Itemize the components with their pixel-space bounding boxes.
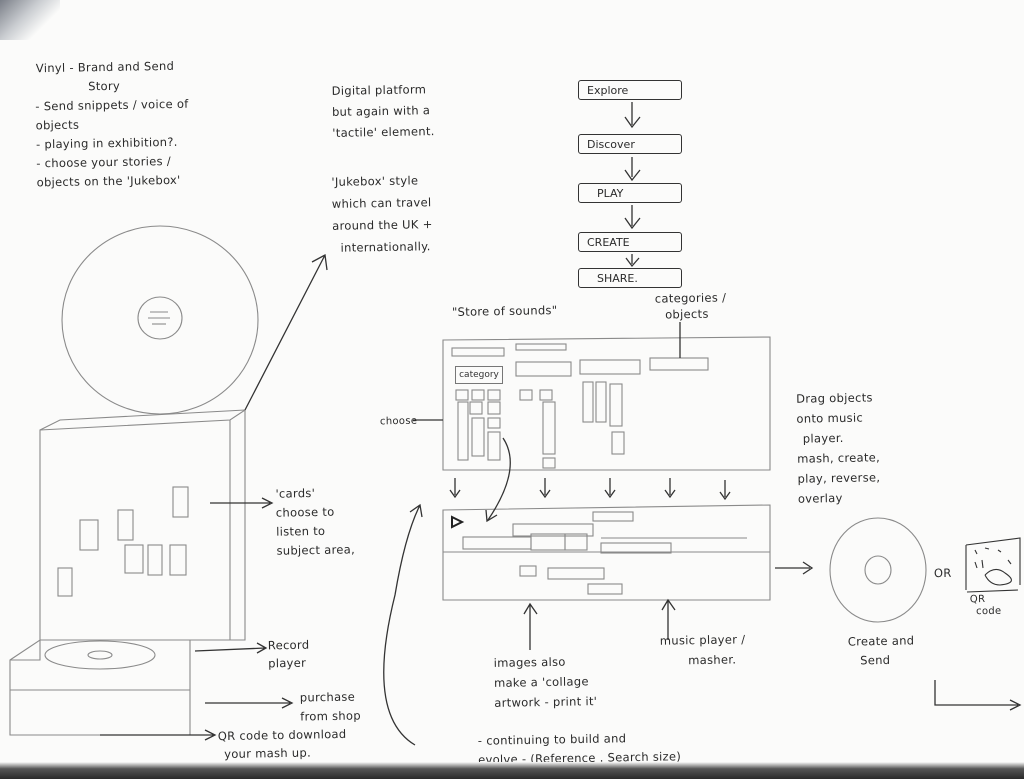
arrows [100,102,1022,746]
paper-edge-shadow [0,762,1024,779]
paper-corner-shadow [0,0,60,40]
flow-step-play: PLAY [578,183,682,203]
play-icon [451,515,465,529]
flow-step-create: CREATE [578,232,682,252]
category-box: category [455,366,503,384]
jukebox-drawing [39,408,246,641]
music-player-label: music player /masher. [659,632,746,668]
store-of-sounds-label: "Store of sounds" [451,303,558,319]
result-vinyl-drawing [829,517,927,623]
or-label: OR [933,565,952,581]
flow-step-discover: Discover [578,134,682,154]
record-player-drawing [9,639,191,736]
flow-step-share: SHARE. [578,268,682,288]
choose-label: choose [379,415,418,428]
categories-label: categories /objects [654,290,727,322]
flow-step-explore: Explore [578,80,682,100]
qr-code-drawing [965,537,1021,593]
vinyl-record-drawing [61,225,259,415]
vinyl-points: - Send snippets / voice of objects- play… [35,96,189,190]
music-player-wireframe [442,504,771,601]
store-of-sounds-wireframe [442,336,771,471]
